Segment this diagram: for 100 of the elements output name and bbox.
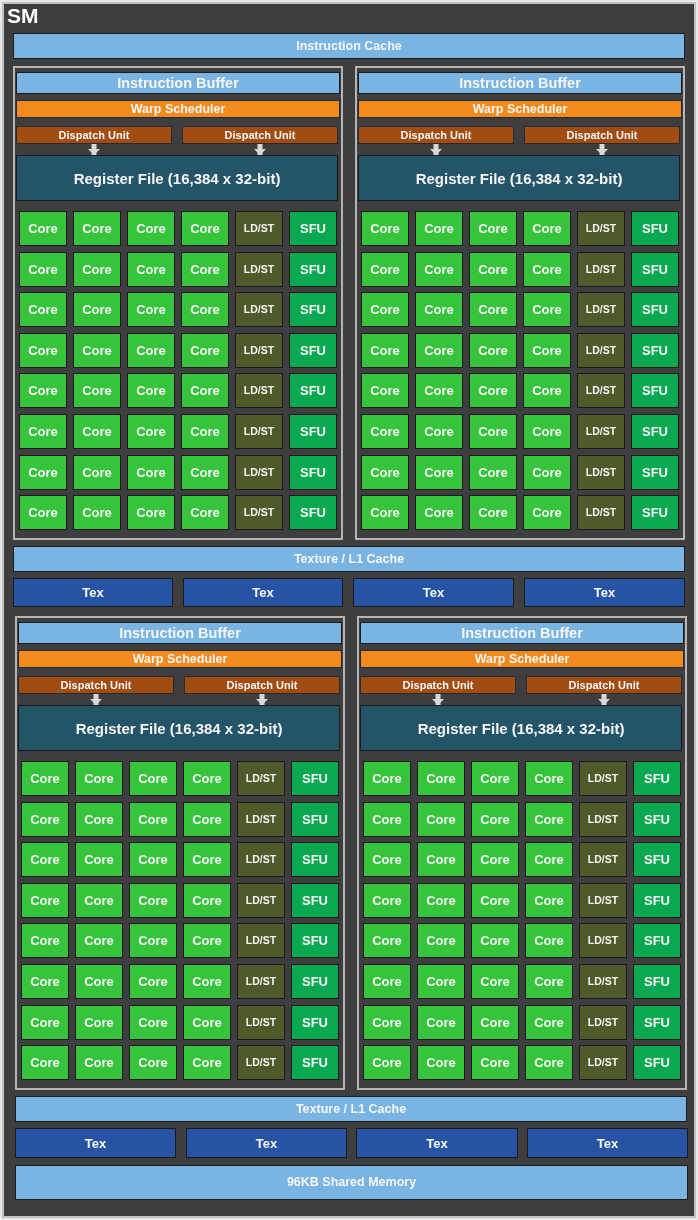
special-function-unit: SFU: [291, 842, 339, 877]
texture-unit: Tex: [356, 1128, 518, 1158]
core-unit: Core: [181, 252, 229, 287]
core-unit: Core: [21, 1045, 69, 1080]
core-unit: Core: [181, 211, 229, 246]
load-store-unit: LD/ST: [577, 211, 625, 246]
warp-scheduler: Warp Scheduler: [358, 100, 682, 118]
core-unit: Core: [127, 495, 175, 530]
load-store-unit: LD/ST: [237, 964, 285, 999]
core-unit: Core: [183, 802, 231, 837]
core-unit: Core: [127, 455, 175, 490]
core-unit: Core: [525, 761, 573, 796]
core-unit: Core: [181, 495, 229, 530]
special-function-unit: SFU: [289, 252, 337, 287]
load-store-unit: LD/ST: [579, 1005, 627, 1040]
special-function-unit: SFU: [633, 761, 681, 796]
special-function-unit: SFU: [291, 761, 339, 796]
core-unit: Core: [525, 842, 573, 877]
arrow: [432, 694, 444, 705]
core-unit: Core: [525, 923, 573, 958]
core-unit: Core: [417, 964, 465, 999]
core-unit: Core: [127, 211, 175, 246]
special-function-unit: SFU: [291, 964, 339, 999]
core-unit: Core: [21, 923, 69, 958]
warp-scheduler: Warp Scheduler: [18, 650, 342, 668]
dispatch-unit: Dispatch Unit: [182, 126, 338, 144]
texture-unit: Tex: [527, 1128, 688, 1158]
core-unit: Core: [21, 761, 69, 796]
core-unit: Core: [471, 964, 519, 999]
core-unit: Core: [19, 292, 67, 327]
core-unit: Core: [129, 842, 177, 877]
core-unit: Core: [361, 455, 409, 490]
core-unit: Core: [127, 414, 175, 449]
arrow: [90, 694, 102, 705]
arrow: [254, 144, 266, 155]
special-function-unit: SFU: [631, 455, 679, 490]
special-function-unit: SFU: [291, 883, 339, 918]
core-unit: Core: [73, 495, 121, 530]
core-unit: Core: [363, 802, 411, 837]
load-store-unit: LD/ST: [235, 373, 283, 408]
core-unit: Core: [75, 802, 123, 837]
texture-unit: Tex: [186, 1128, 347, 1158]
dispatch-unit: Dispatch Unit: [18, 676, 174, 694]
core-unit: Core: [471, 802, 519, 837]
core-unit: Core: [469, 414, 517, 449]
core-unit: Core: [363, 923, 411, 958]
core-unit: Core: [127, 373, 175, 408]
core-unit: Core: [181, 455, 229, 490]
core-unit: Core: [129, 883, 177, 918]
special-function-unit: SFU: [633, 842, 681, 877]
load-store-unit: LD/ST: [579, 802, 627, 837]
warp-scheduler: Warp Scheduler: [360, 650, 684, 668]
instruction-buffer: Instruction Buffer: [358, 72, 682, 94]
core-unit: Core: [415, 211, 463, 246]
core-unit: Core: [21, 964, 69, 999]
load-store-unit: LD/ST: [237, 1045, 285, 1080]
instruction-buffer: Instruction Buffer: [16, 72, 340, 94]
special-function-unit: SFU: [633, 1045, 681, 1080]
core-unit: Core: [73, 414, 121, 449]
texture-unit: Tex: [524, 578, 685, 607]
dispatch-unit: Dispatch Unit: [526, 676, 682, 694]
core-unit: Core: [19, 373, 67, 408]
core-unit: Core: [363, 761, 411, 796]
load-store-unit: LD/ST: [579, 923, 627, 958]
core-unit: Core: [361, 252, 409, 287]
core-unit: Core: [415, 252, 463, 287]
load-store-unit: LD/ST: [577, 414, 625, 449]
core-unit: Core: [471, 1005, 519, 1040]
load-store-unit: LD/ST: [579, 1045, 627, 1080]
core-unit: Core: [469, 333, 517, 368]
load-store-unit: LD/ST: [237, 842, 285, 877]
core-unit: Core: [471, 842, 519, 877]
load-store-unit: LD/ST: [237, 802, 285, 837]
core-unit: Core: [129, 964, 177, 999]
special-function-unit: SFU: [633, 802, 681, 837]
core-unit: Core: [183, 923, 231, 958]
core-unit: Core: [417, 802, 465, 837]
core-unit: Core: [417, 761, 465, 796]
core-unit: Core: [75, 923, 123, 958]
partition-frame: [357, 616, 687, 1090]
core-unit: Core: [75, 1005, 123, 1040]
core-unit: Core: [129, 1005, 177, 1040]
load-store-unit: LD/ST: [235, 455, 283, 490]
core-unit: Core: [361, 333, 409, 368]
shared-memory: 96KB Shared Memory: [15, 1165, 688, 1200]
load-store-unit: LD/ST: [577, 373, 625, 408]
core-unit: Core: [525, 1045, 573, 1080]
core-unit: Core: [525, 964, 573, 999]
arrow: [430, 144, 442, 155]
core-unit: Core: [73, 455, 121, 490]
core-unit: Core: [417, 1005, 465, 1040]
dispatch-unit: Dispatch Unit: [360, 676, 516, 694]
special-function-unit: SFU: [631, 495, 679, 530]
core-unit: Core: [363, 1045, 411, 1080]
load-store-unit: LD/ST: [579, 964, 627, 999]
core-unit: Core: [469, 373, 517, 408]
core-unit: Core: [469, 292, 517, 327]
core-unit: Core: [525, 883, 573, 918]
dispatch-unit: Dispatch Unit: [16, 126, 172, 144]
core-unit: Core: [471, 883, 519, 918]
